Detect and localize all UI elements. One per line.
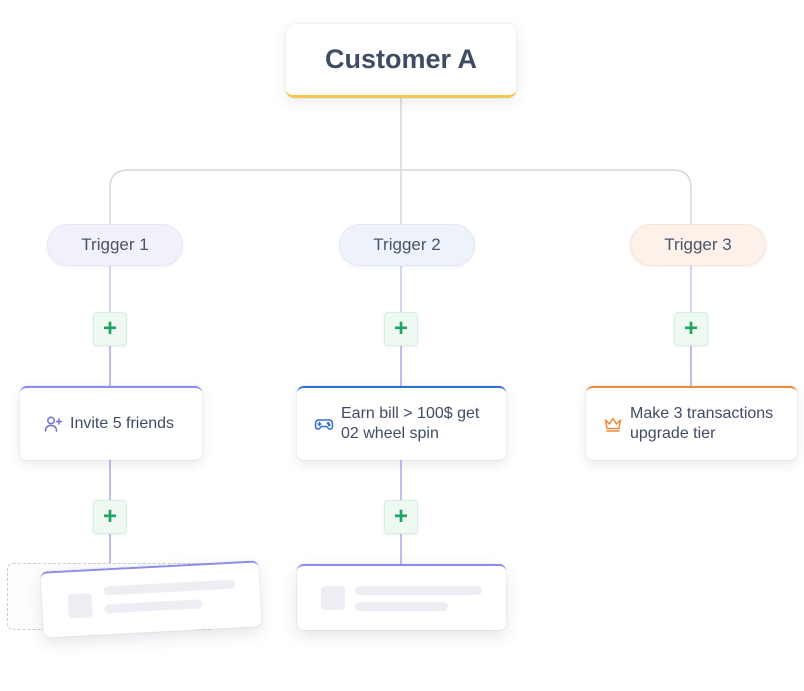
gamepad-icon — [313, 413, 335, 435]
add-step-button-4[interactable]: + — [93, 500, 127, 534]
add-step-button-2[interactable]: + — [384, 312, 418, 346]
action-2-text-line2: 02 wheel spin — [341, 425, 439, 442]
placeholder-card[interactable] — [297, 564, 506, 630]
user-plus-icon — [42, 413, 64, 435]
trigger-2-pill[interactable]: Trigger 2 — [339, 224, 475, 266]
action-3-text-line1: Make 3 transactions — [630, 405, 774, 422]
action-1-text: Invite 5 friends — [70, 415, 175, 432]
trigger-1-pill[interactable]: Trigger 1 — [47, 224, 183, 266]
root-node-customer-a[interactable]: Customer A — [286, 24, 516, 98]
placeholder-thumbnail — [67, 593, 93, 619]
add-step-button-1[interactable]: + — [93, 312, 127, 346]
add-step-button-3[interactable]: + — [674, 312, 708, 346]
placeholder-line — [103, 579, 236, 596]
placeholder-line — [355, 586, 482, 595]
placeholder-thumbnail — [321, 586, 345, 610]
crown-icon — [602, 413, 624, 435]
dragging-placeholder-card[interactable] — [40, 560, 262, 638]
placeholder-line — [355, 602, 448, 611]
trigger-3-pill[interactable]: Trigger 3 — [630, 224, 766, 266]
action-2-text-line1: Earn bill > 100$ get — [341, 405, 480, 422]
action-card-earn-bill[interactable]: Earn bill > 100$ get 02 wheel spin — [297, 386, 506, 460]
action-card-invite-friends[interactable]: Invite 5 friends — [20, 386, 202, 460]
action-3-text-line2: upgrade tier — [630, 425, 716, 442]
add-step-button-5[interactable]: + — [384, 500, 418, 534]
action-card-transactions[interactable]: Make 3 transactions upgrade tier — [586, 386, 797, 460]
placeholder-line — [104, 599, 203, 614]
